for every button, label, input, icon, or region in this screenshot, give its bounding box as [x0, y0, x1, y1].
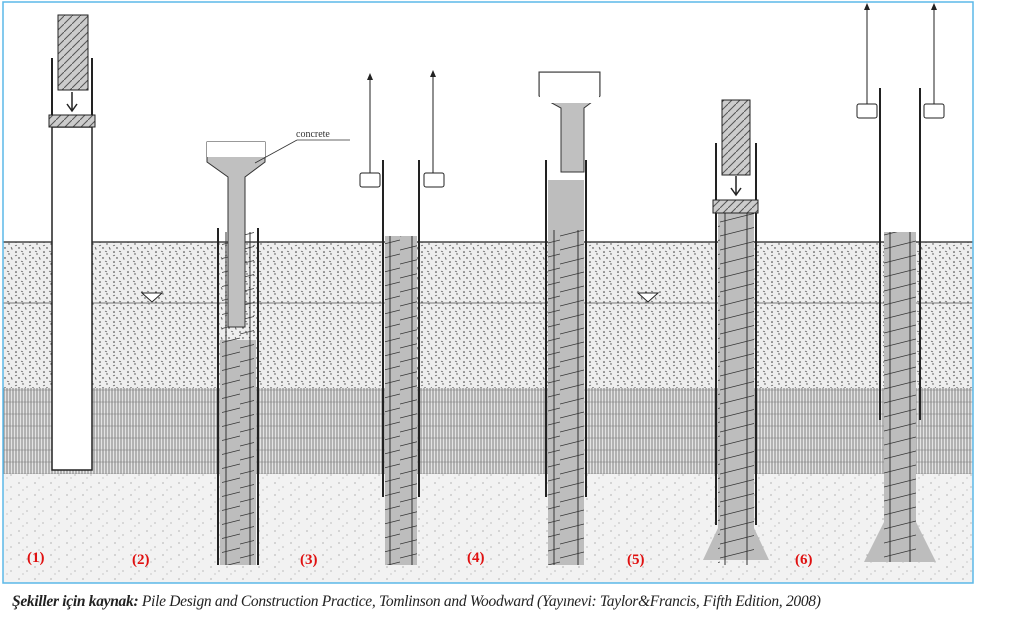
step-label-2: (2)	[132, 552, 150, 568]
stage-6-bell-extraction	[856, 3, 945, 562]
caption-source-label: Şekiller için kaynak:	[12, 593, 139, 610]
step-label-5: (5)	[627, 552, 645, 568]
stage-4-concreting	[538, 71, 601, 565]
step-label-6: (6)	[795, 552, 813, 568]
step-label-4: (4)	[467, 550, 485, 566]
sand-layer	[3, 242, 973, 388]
caption-text: Pile Design and Construction Practice, T…	[141, 593, 821, 610]
figure-caption: Şekiller için kaynak: Pile Design and Co…	[12, 593, 821, 611]
pile-construction-diagram: concrete	[2, 1, 974, 584]
water-table-icon	[636, 292, 660, 303]
gravel-layer	[3, 474, 973, 583]
step-label-3: (3)	[300, 552, 318, 568]
stage-3-casing-extraction	[359, 70, 445, 565]
figure-frame	[2, 1, 974, 584]
stage-1-driven-casing	[48, 14, 96, 471]
step-label-1: (1)	[27, 550, 45, 566]
concrete-label: concrete	[296, 129, 330, 140]
stage-2-tremie-concreting: concrete	[206, 129, 350, 565]
stage-5-driven-bell	[703, 99, 769, 565]
water-table-icon	[140, 292, 164, 303]
clay-layer	[3, 388, 973, 474]
